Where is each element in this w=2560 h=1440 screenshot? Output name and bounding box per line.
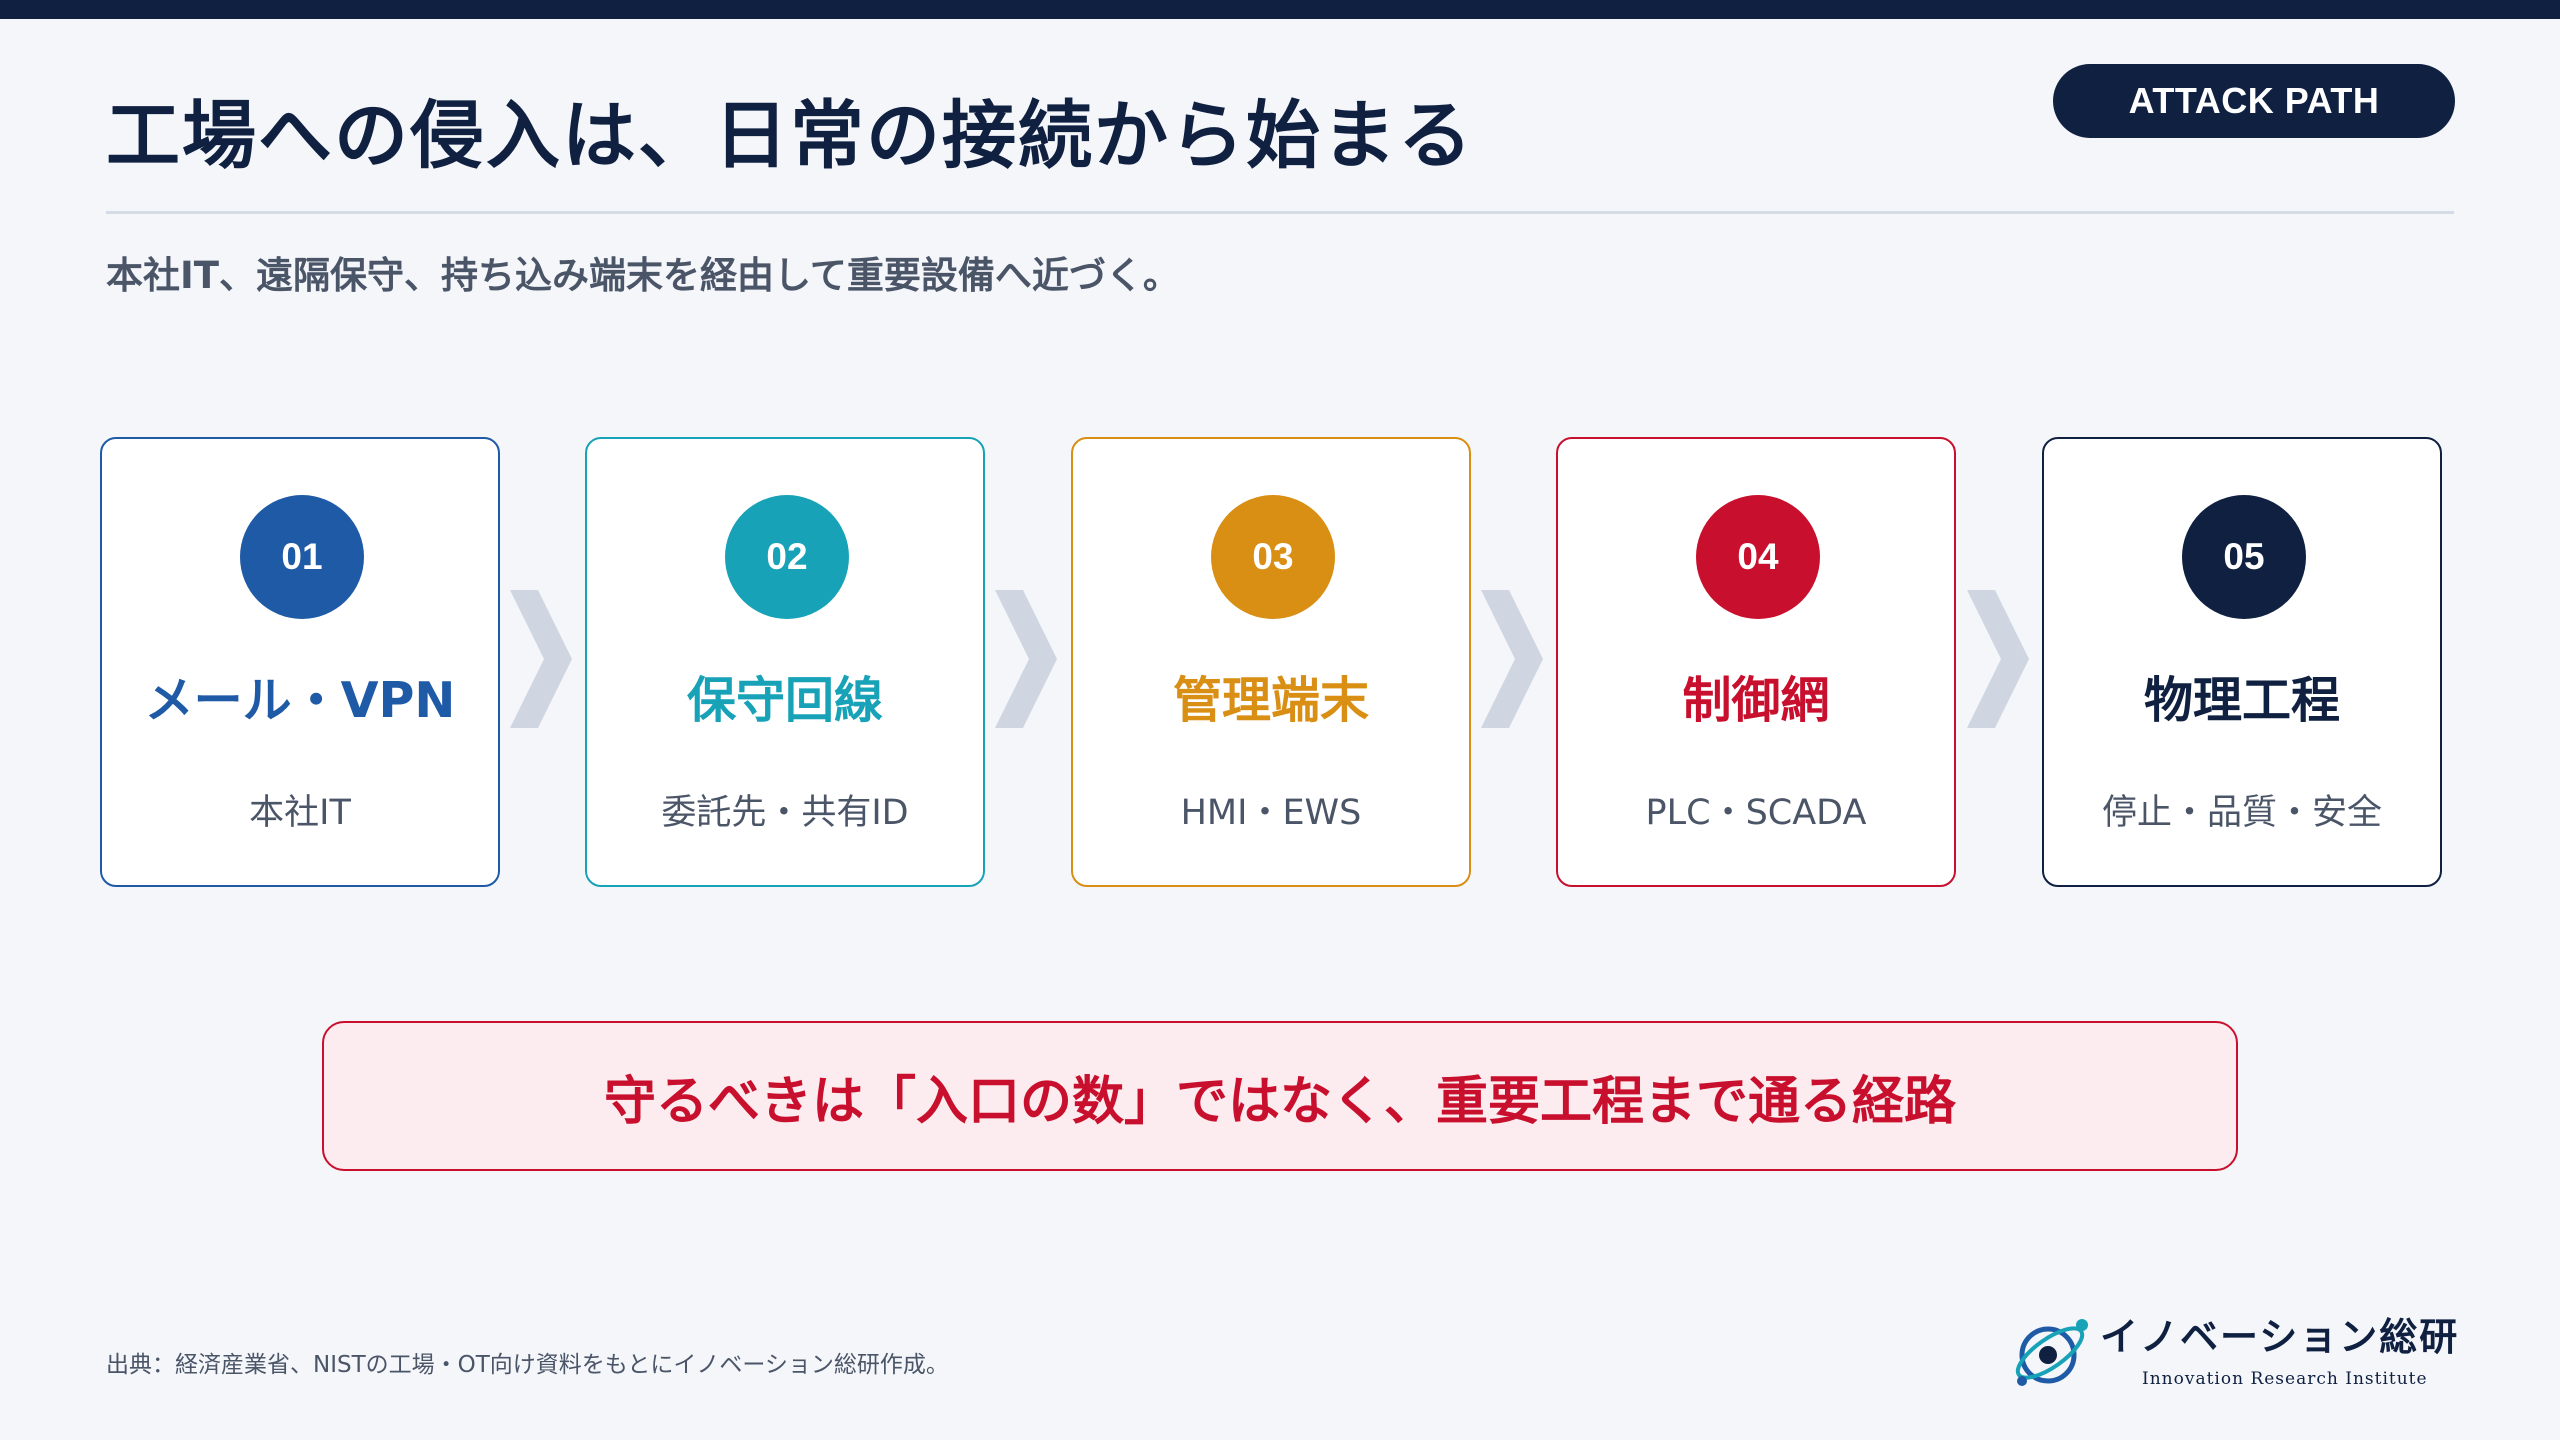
step-title-4: 制御網 [1682,672,1830,729]
title-divider [106,211,2454,214]
step-title-3: 管理端末 [1172,672,1369,729]
step-number-2: 02 [725,495,849,619]
logo-name: イノベーション総研 [2100,1314,2460,1359]
page-subtitle: 本社IT、遠隔保守、持ち込み端末を経由して重要設備へ近づく。 [106,254,1180,297]
step-title-5: 物理工程 [2143,672,2340,729]
step-card-2: 02 保守回線 委託先・共有ID [585,437,985,887]
company-logo: イノベーション総研 Innovation Research Institute [2010,1305,2457,1405]
key-message-callout: 守るべきは「入口の数」ではなく、重要工程まで通る経路 [322,1021,2238,1171]
page-title: 工場への侵入は、日常の接続から始まる [106,93,1474,179]
chevron-right-icon [995,590,1057,728]
chevron-right-icon [510,590,572,728]
step-number-5: 05 [2182,495,2306,619]
step-number-3: 03 [1211,495,1335,619]
step-card-4: 04 制御網 PLC・SCADA [1556,437,1956,887]
source-note: 出典：経済産業省、NISTの工場・OT向け資料をもとにイノベーション総研作成。 [106,1352,949,1378]
step-subtitle-4: PLC・SCADA [1645,793,1867,833]
orbit-logo-icon [2015,1319,2088,1386]
step-subtitle-3: HMI・EWS [1180,793,1362,833]
step-number-1: 01 [240,495,364,619]
step-number-4: 04 [1696,495,1820,619]
step-subtitle-5: 停止・品質・安全 [2101,793,2382,833]
chevron-right-icon [1481,590,1543,728]
step-card-5: 05 物理工程 停止・品質・安全 [2042,437,2442,887]
step-subtitle-2: 委託先・共有ID [661,793,909,833]
attack-path-badge: ATTACK PATH [2053,64,2455,138]
step-title-1: メール・VPN [144,672,456,729]
step-card-3: 03 管理端末 HMI・EWS [1071,437,1471,887]
top-accent-bar [0,0,2560,19]
step-card-1: 01 メール・VPN 本社IT [100,437,500,887]
step-title-2: 保守回線 [686,672,883,729]
chevron-right-icon [1967,590,2029,728]
logo-english-name: Innovation Research Institute [2142,1369,2428,1389]
step-subtitle-1: 本社IT [249,793,351,833]
